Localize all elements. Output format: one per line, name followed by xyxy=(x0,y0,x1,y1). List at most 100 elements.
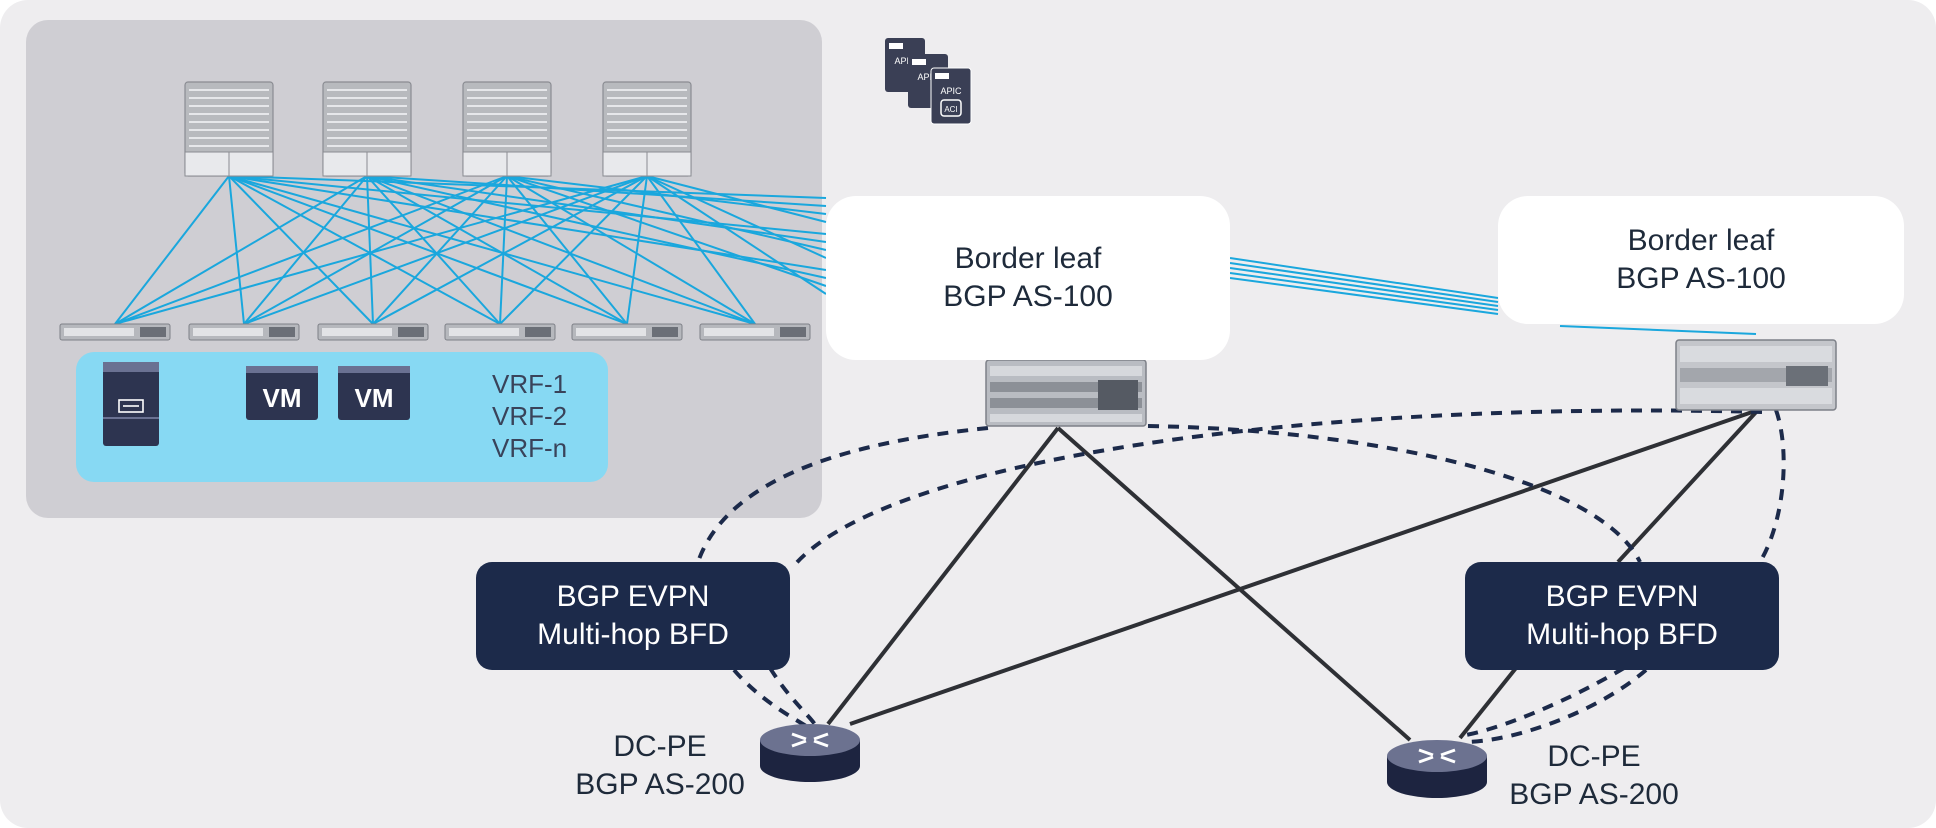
fabric-link xyxy=(1229,277,1499,315)
fabric-link xyxy=(646,175,756,325)
fabric-link xyxy=(506,175,827,287)
evpn-title: BGP EVPN xyxy=(1545,580,1699,613)
spine-switches xyxy=(184,81,692,177)
fabric-link xyxy=(366,175,501,325)
border-leaf-as: BGP AS-100 xyxy=(1616,262,1786,295)
bgp-evpn-right-badge: BGP EVPN Multi-hop BFD xyxy=(1465,562,1779,670)
fabric-link xyxy=(243,175,648,325)
evpn-bfd: Multi-hop BFD xyxy=(537,618,729,651)
vrf-label: VRF-1 xyxy=(492,369,568,399)
leaf-switch-icon xyxy=(188,323,300,341)
core-link xyxy=(826,426,1060,726)
fabric-link xyxy=(366,175,374,325)
fabric-link xyxy=(626,175,648,325)
fabric-link xyxy=(1229,272,1499,311)
fabric-link xyxy=(114,175,648,325)
router-icon xyxy=(760,724,860,782)
vm-icon: VM xyxy=(338,366,410,420)
bfd-session-link xyxy=(768,666,818,728)
leaf-switches xyxy=(59,323,811,341)
spine-switch-icon xyxy=(602,81,692,177)
bfd-session-link xyxy=(790,408,1763,570)
core-links xyxy=(826,408,1760,742)
leaf-switch-icon xyxy=(699,323,811,341)
evpn-bfd: Multi-hop BFD xyxy=(1526,618,1718,651)
leaf-switch-icon xyxy=(444,323,556,341)
leaf-switch-icon xyxy=(317,323,429,341)
evpn-title: BGP EVPN xyxy=(556,580,710,613)
pe-title: DC-PE xyxy=(613,730,707,763)
server-icon xyxy=(103,362,159,446)
fabric-link xyxy=(372,175,648,325)
bfd-session-link xyxy=(1459,666,1626,738)
fabric-link xyxy=(499,175,508,325)
fabric-link xyxy=(646,175,827,259)
fabric-link xyxy=(366,175,827,243)
bfd-session-link xyxy=(696,426,989,563)
router-icon xyxy=(1387,740,1487,798)
fabric-link xyxy=(228,175,374,325)
fabric-links xyxy=(114,175,1757,335)
border-leaf-as: BGP AS-100 xyxy=(943,280,1113,313)
border-leaf-title: Border leaf xyxy=(1627,224,1775,257)
fabric-link xyxy=(114,175,508,325)
fabric-link xyxy=(366,175,628,325)
vrf-label: VRF-2 xyxy=(492,401,568,431)
pe-as: BGP AS-200 xyxy=(575,767,745,801)
leaf-switch-icon xyxy=(571,323,683,341)
apic-controller-cluster-icon: APIC APIC APIC ACI xyxy=(885,38,972,125)
fabric-link xyxy=(1229,267,1499,307)
fabric-link xyxy=(114,175,368,325)
dc-pe-left-label: DC-PE BGP AS-200 xyxy=(560,728,760,803)
svg-text:APIC: APIC xyxy=(894,56,916,66)
leaf-switch-icon xyxy=(59,323,171,341)
svg-text:VM: VM xyxy=(355,383,394,413)
core-link xyxy=(849,408,1759,726)
core-link xyxy=(1056,426,1412,742)
core-link xyxy=(1616,408,1760,564)
bfd-session-link xyxy=(1467,668,1648,744)
vrf-label: VRF-n xyxy=(492,433,568,463)
dc-pe-right-label: DC-PE BGP AS-200 xyxy=(1494,738,1694,813)
fabric-link xyxy=(228,175,501,325)
border-leaf-switch-icon xyxy=(1675,339,1837,411)
fabric-link xyxy=(243,175,508,325)
fabric-link xyxy=(506,175,756,325)
fabric-link xyxy=(506,175,628,325)
fabric-link xyxy=(1559,325,1757,335)
pe-title: DC-PE xyxy=(1547,740,1641,773)
svg-text:APIC: APIC xyxy=(917,72,939,82)
border-leaf-left-label: Border leaf BGP AS-100 xyxy=(826,196,1230,360)
fabric-link xyxy=(228,175,827,271)
bfd-session-link xyxy=(732,668,808,728)
fabric-link xyxy=(506,175,827,251)
bfd-session-link xyxy=(1147,424,1642,563)
svg-text:ACI: ACI xyxy=(944,105,957,114)
fabric-link xyxy=(228,175,827,235)
fabric-link xyxy=(114,175,230,325)
svg-text:VM: VM xyxy=(263,383,302,413)
fabric-link xyxy=(1229,262,1499,303)
spine-switch-icon xyxy=(322,81,412,177)
fabric-link xyxy=(372,175,508,325)
core-link xyxy=(1458,666,1518,740)
fabric-link xyxy=(499,175,648,325)
fabric-link xyxy=(366,175,756,325)
fabric-link xyxy=(228,175,628,325)
fabric-link xyxy=(646,175,827,295)
bfd-sessions xyxy=(696,408,1786,744)
svg-text:APIC: APIC xyxy=(940,86,962,96)
fabric-link xyxy=(228,175,245,325)
border-leaf-title: Border leaf xyxy=(954,242,1102,275)
fabric-link xyxy=(1229,257,1499,299)
vrf-list: VRF-1 VRF-2 VRF-n xyxy=(492,368,567,464)
fabric-link xyxy=(228,175,756,325)
vm-icon: VM xyxy=(246,366,318,420)
fabric-link xyxy=(243,175,368,325)
border-leaf-right-label: Border leaf BGP AS-100 xyxy=(1498,196,1904,324)
border-leaf-switch-icon xyxy=(985,359,1147,427)
spine-switch-icon xyxy=(184,81,274,177)
bgp-evpn-left-badge: BGP EVPN Multi-hop BFD xyxy=(476,562,790,670)
